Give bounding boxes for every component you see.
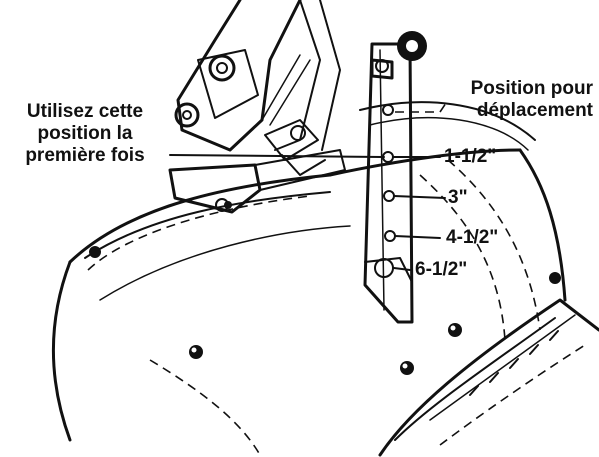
rear-flap <box>378 298 599 457</box>
mounting-bracket <box>168 119 346 214</box>
leader-6-5 <box>393 267 411 271</box>
callout-transport: Position pour déplacement <box>430 78 593 122</box>
depth-label-4-5: 4-1/2" <box>446 227 499 248</box>
hole-transport <box>382 104 394 116</box>
callout-first-use-line3: première fois <box>25 145 145 166</box>
hole-3 <box>383 190 395 202</box>
leader-transport <box>395 99 449 113</box>
depth-label-6-5: 6-1/2" <box>415 259 468 280</box>
leader-3 <box>393 195 446 199</box>
leader-4-5 <box>394 235 441 239</box>
callout-first-use-line2: position la <box>37 123 133 144</box>
callout-transport-line1: Position pour <box>470 78 593 99</box>
rivets <box>89 201 561 375</box>
tine-hood <box>52 101 567 456</box>
depth-stake <box>363 31 427 324</box>
callout-transport-line2: déplacement <box>476 100 593 121</box>
frame-bracket <box>174 0 341 152</box>
leader-first-use <box>169 154 385 158</box>
leader-lines <box>169 99 449 271</box>
depth-label-3: 3" <box>448 187 468 208</box>
callout-first-use: Utilisez cette position la première fois <box>0 101 170 167</box>
hole-4-5 <box>384 230 396 242</box>
depth-label-1-5: 1-1/2" <box>444 146 497 167</box>
callout-first-use-line1: Utilisez cette <box>26 101 144 122</box>
